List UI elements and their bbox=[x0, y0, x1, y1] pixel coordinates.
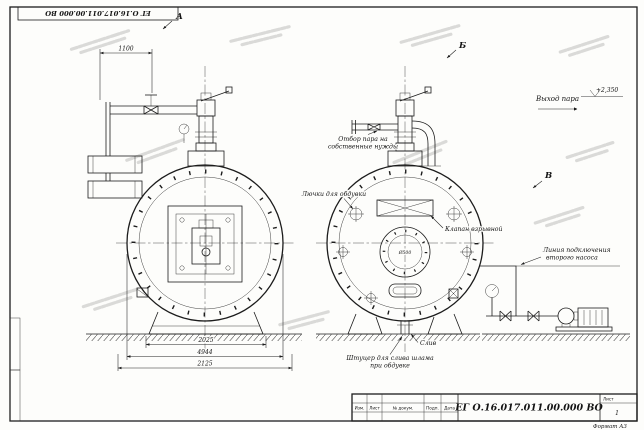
view-labels: А Б В bbox=[162, 12, 552, 189]
pump-volute bbox=[557, 307, 575, 325]
annotations: Отбор пара на собственные нужды Лючки дл… bbox=[300, 86, 623, 371]
view-label-v: В bbox=[544, 171, 552, 181]
own-needs-pipe bbox=[351, 120, 398, 134]
dim-top: 1100 bbox=[118, 46, 133, 53]
ground-hatch-pump bbox=[482, 334, 630, 341]
boiler-shell-right bbox=[326, 164, 484, 322]
label-pump-line-1: Линия подключения bbox=[542, 247, 611, 254]
dim-saddle: 2025 bbox=[197, 337, 213, 344]
label-own-needs-1: Отбор пара на bbox=[338, 136, 388, 143]
tb-col-izm: Изм. bbox=[355, 406, 365, 411]
pump-motor bbox=[577, 307, 609, 328]
title-block: Изм. Лист № докум. Подп. Дата ЕГ О.16.01… bbox=[351, 393, 638, 430]
doc-number: ЕГ О.16.017.011.00.000 ВО bbox=[454, 403, 603, 414]
support-saddle-left bbox=[148, 311, 264, 335]
valve-icon bbox=[499, 310, 512, 322]
nozzle-left bbox=[136, 287, 149, 298]
label-elevation: +2,350 bbox=[596, 87, 618, 94]
blowoff-fittings bbox=[336, 206, 474, 305]
view-label-b: Б bbox=[458, 41, 467, 51]
dim-length: 4944 bbox=[196, 349, 212, 356]
view-front-right: Ø500 bbox=[316, 66, 494, 352]
label-drain: Слив bbox=[420, 340, 437, 347]
tb-sheet-label: Лист bbox=[603, 397, 614, 402]
label-pump-line-2: второго насоса bbox=[546, 255, 598, 262]
doc-number-top: ЕГ О.16.017.011.00.000 ВО bbox=[45, 9, 152, 17]
ground-hatch-right bbox=[316, 334, 480, 341]
view-label-a: А bbox=[175, 12, 183, 22]
boiler-shell-left bbox=[126, 164, 284, 322]
tb-col-date: Дата bbox=[444, 406, 455, 411]
support-saddle-right-1 bbox=[347, 313, 383, 335]
steam-dome-right bbox=[387, 86, 441, 167]
label-explosion-valve: Клапан взрывной bbox=[444, 226, 503, 233]
dimensions-left: 1100 2025 4944 2125 bbox=[99, 44, 293, 371]
burner-door bbox=[167, 205, 243, 283]
steam-pipe-left bbox=[105, 94, 197, 156]
tb-col-sign: Подп. bbox=[426, 406, 439, 411]
label-steam-out: Выход пара bbox=[535, 95, 579, 103]
drawing-frame: ЕГ О.16.017.011.00.000 ВО bbox=[9, 6, 638, 422]
format-label: Формат А3 bbox=[593, 424, 627, 430]
tb-col-list: Лист bbox=[369, 406, 380, 411]
label-own-needs-2: собственные нужды bbox=[328, 144, 398, 151]
bottom-hatch bbox=[388, 283, 422, 334]
steam-dome-left bbox=[178, 86, 233, 167]
dim-manhole: Ø500 bbox=[398, 249, 412, 256]
valve-icon bbox=[527, 310, 540, 322]
flange-bolt-ring-left bbox=[131, 169, 279, 317]
safety-valve-icon bbox=[196, 99, 216, 117]
support-saddle-right-2 bbox=[427, 313, 463, 335]
valve-icon bbox=[143, 105, 159, 115]
flange-bolt-ring-right bbox=[331, 169, 479, 317]
label-sludge-1: Штуцер для слива шлама bbox=[345, 355, 434, 362]
valve-icon bbox=[367, 123, 381, 131]
tb-sheet-value: 1 bbox=[615, 410, 619, 417]
tb-col-doc: № докум. bbox=[393, 406, 414, 411]
label-sludge-2: при обдувке bbox=[370, 363, 410, 370]
label-hatches: Лючки для обдувки bbox=[301, 191, 366, 198]
explosion-valve-hatch bbox=[376, 199, 434, 217]
blowdown-drums bbox=[87, 155, 143, 199]
dim-base: 2125 bbox=[196, 361, 212, 368]
manhole: Ø500 bbox=[379, 226, 431, 278]
ground-hatch-left bbox=[86, 334, 302, 341]
watermark bbox=[69, 24, 615, 331]
pump-unit bbox=[479, 265, 630, 341]
view-front-left bbox=[86, 66, 302, 352]
